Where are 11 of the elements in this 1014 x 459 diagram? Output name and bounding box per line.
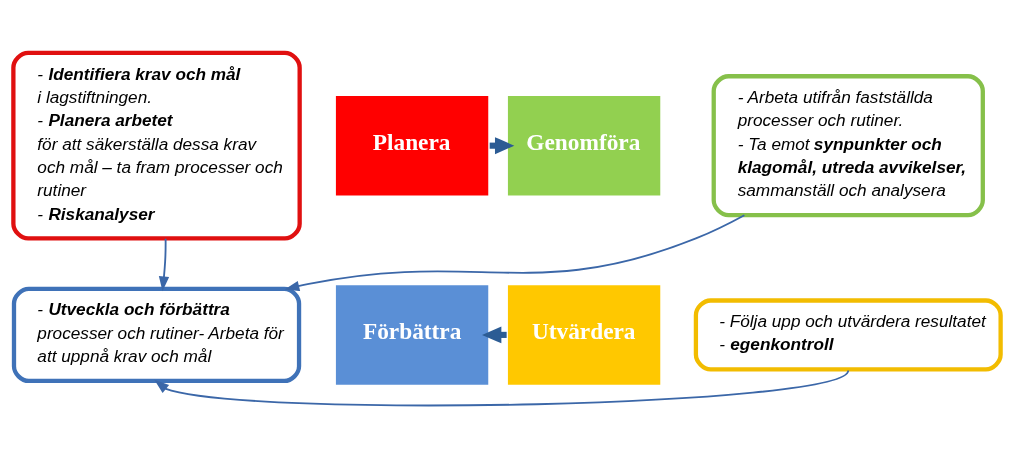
- arrow: [154, 369, 850, 407]
- node-box: Planera: [333, 93, 491, 198]
- node-box: - Utveckla och förbättra processer och rutiner- Arbeta för att uppnå krav och mål: [11, 286, 302, 384]
- node-box: - Identifiera krav och mål i lagstiftningen. - Planera arbetet för att säkerställa dessa krav och mål – ta fram processer och rutiner - Riskanalyser: [11, 50, 302, 241]
- node-box: - Arbeta utifrån fastställda processer och rutiner. - Ta emot synpunkter och klagomål, utreda avvikelser, sammanställ och analysera: [711, 74, 985, 218]
- arrow: [284, 214, 746, 292]
- arrow: [158, 237, 170, 292]
- node-box: Utvärdera: [505, 282, 663, 388]
- node-box: Genomföra: [505, 93, 663, 198]
- node-box: Förbättra: [333, 282, 491, 388]
- node-box: - Följa upp och utvärdera resultatet - egenkontroll: [693, 298, 1003, 372]
